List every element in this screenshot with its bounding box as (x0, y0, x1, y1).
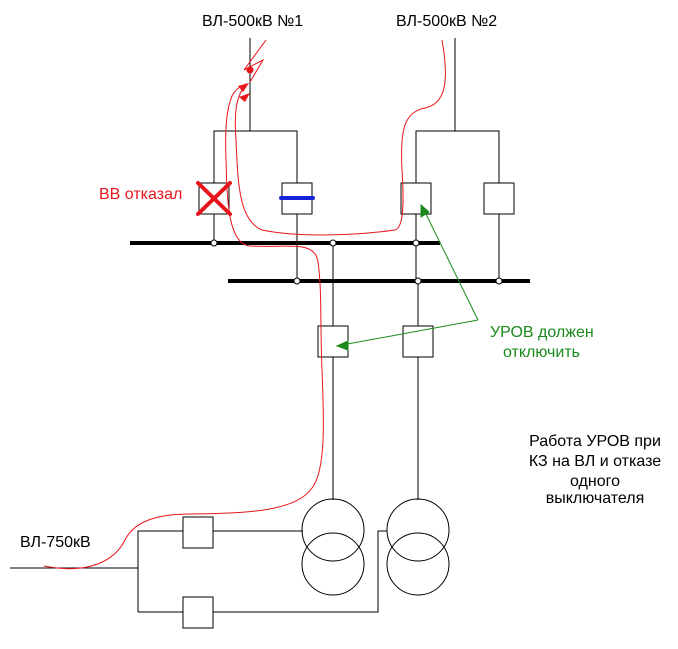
failed-breaker-cross-icon (196, 181, 232, 216)
transformer-1-upper (301, 498, 365, 562)
fault-current-path (43, 39, 446, 570)
fault-lightning-icon (243, 39, 267, 83)
transformer-drops (332, 243, 419, 500)
caption-line-2: КЗ на ВЛ и отказе (529, 453, 661, 470)
fault-arrow-icons (238, 83, 250, 102)
feeder-drops (296, 243, 417, 281)
caption-line-1: Работа УРОВ при (529, 433, 661, 450)
label-urov-2: отключить (503, 344, 580, 361)
breaker-750-b (182, 596, 214, 629)
label-line2: ВЛ-500кВ №2 (396, 13, 497, 30)
caption-line-4: выключателя (546, 490, 645, 507)
breaker-line2-b (483, 182, 515, 215)
line750-wiring (10, 530, 387, 613)
breakers (182, 182, 515, 629)
transformers (301, 498, 450, 596)
transformer-1-lower (301, 532, 365, 596)
bus-nodes (210, 239, 503, 285)
label-line1: ВЛ-500кВ №1 (202, 13, 303, 30)
transformer-2-lower (386, 532, 450, 596)
label-line750: ВЛ-750кВ (20, 534, 91, 551)
breaker-750-a (182, 516, 214, 549)
transformer-2-upper (386, 498, 450, 562)
caption-line-3: одного (570, 473, 620, 490)
label-urov-1: УРОВ должен (490, 324, 594, 341)
breaker-transformer-1 (317, 325, 349, 358)
label-failed-breaker: ВВ отказал (99, 186, 182, 203)
urov-arrows (335, 203, 479, 351)
